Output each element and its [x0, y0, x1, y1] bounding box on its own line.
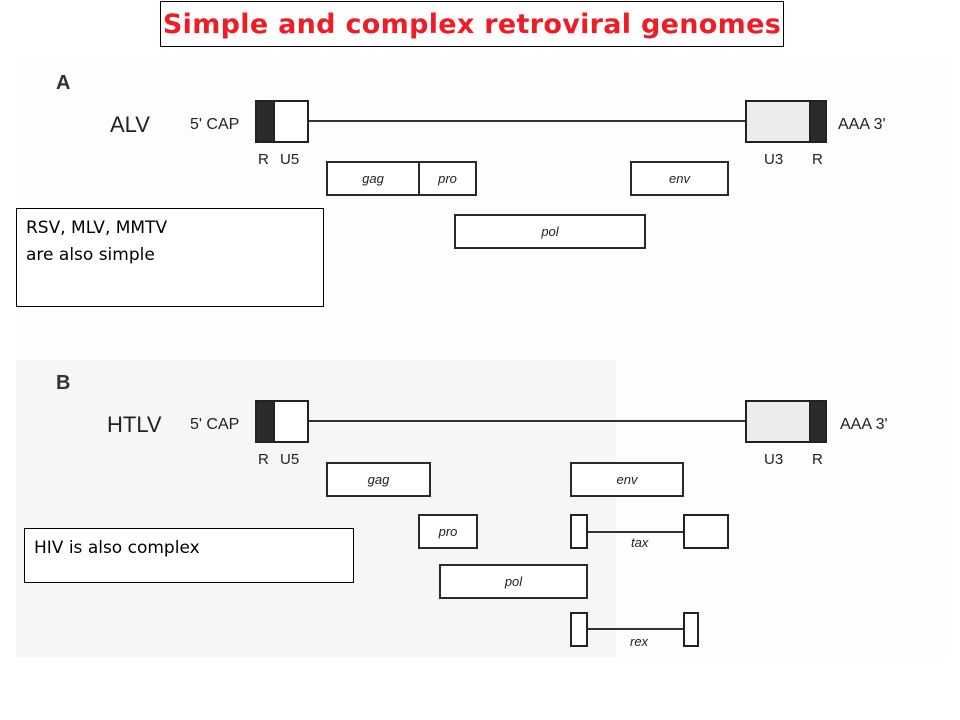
gene-pol: pol [439, 564, 588, 599]
figure-background-shade [16, 360, 616, 657]
note-line: RSV, MLV, MMTV [26, 218, 168, 238]
five-prime-cap-label: 5' CAP [190, 116, 240, 133]
slide-title-box: Simple and complex retroviral genomes [160, 1, 784, 47]
genome-backbone-line [309, 120, 745, 122]
gene-env: env [630, 161, 729, 196]
ltr3-r-region [809, 400, 827, 443]
three-prime-polya-label: AAA 3' [840, 416, 888, 433]
ltr3-u3-label: U3 [764, 151, 784, 168]
ltr5-r-label: R [258, 451, 269, 468]
rex-intron-line [588, 628, 684, 630]
gene-pol: pol [454, 214, 646, 249]
panel-letter: B [56, 372, 71, 394]
gene-pro: pro [418, 161, 477, 196]
gene-gag: gag [326, 462, 431, 497]
ltr3-r-label: R [812, 451, 823, 468]
virus-name: ALV [110, 112, 150, 137]
rex-exon-1 [570, 612, 588, 647]
virus-name: HTLV [107, 412, 162, 437]
note-complex-retroviruses: HIV is also complex [24, 528, 354, 583]
five-prime-cap-label: 5' CAP [190, 416, 240, 433]
ltr5-u5-label: U5 [280, 151, 300, 168]
note-line: HIV is also complex [34, 538, 200, 558]
ltr5-u5-region [273, 100, 309, 143]
slide-title: Simple and complex retroviral genomes [162, 8, 782, 40]
ltr3-u3-label: U3 [764, 451, 784, 468]
ltr5-u5-label: U5 [280, 451, 300, 468]
panel-letter: A [56, 72, 71, 94]
tax-exon-2 [683, 514, 729, 549]
three-prime-polya-label: AAA 3' [838, 116, 886, 133]
genome-backbone-line [309, 420, 745, 422]
gene-pro: pro [418, 514, 478, 549]
ltr3-u3-region [745, 400, 811, 443]
rex-exon-2 [683, 612, 699, 647]
ltr5-r-label: R [258, 151, 269, 168]
ltr3-u3-region [745, 100, 811, 143]
ltr3-r-label: R [812, 151, 823, 168]
tax-exon-1 [570, 514, 588, 549]
gene-rex-label: rex [630, 634, 649, 649]
tax-intron-line [588, 531, 684, 533]
ltr3-r-region [809, 100, 827, 143]
note-simple-retroviruses: RSV, MLV, MMTV are also simple [16, 208, 324, 307]
ltr5-u5-region [273, 400, 309, 443]
note-line: are also simple [26, 245, 155, 265]
gene-env: env [570, 462, 684, 497]
ltr5-r-region [255, 400, 275, 443]
gene-gag: gag [326, 161, 420, 196]
gene-tax-label: tax [631, 535, 649, 550]
ltr5-r-region [255, 100, 275, 143]
